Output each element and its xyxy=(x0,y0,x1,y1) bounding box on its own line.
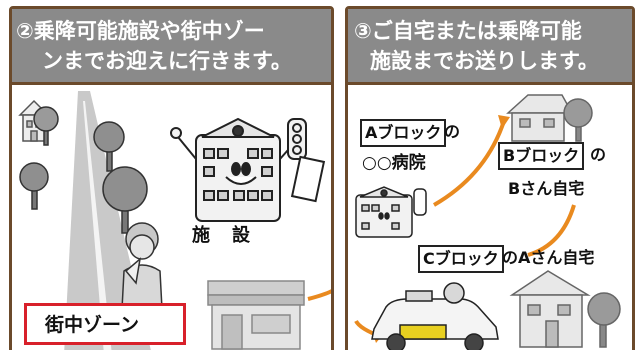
facility-caption: 施設 xyxy=(192,225,272,246)
hospital-name: ○○病院 xyxy=(362,153,426,173)
left-scene-illustration xyxy=(18,91,331,350)
right-header-line-1: ③ご自宅または乗降可能 xyxy=(354,19,582,43)
right-panel: ③ご自宅または乗降可能 施設までお送りします。 Aブロック の ○○病院 Bブロ… xyxy=(345,6,635,350)
elderly-person-icon xyxy=(121,222,163,310)
tree-icon xyxy=(19,106,148,234)
facility-mascot-icon xyxy=(170,117,297,222)
block-a-suffix: の xyxy=(444,122,461,141)
block-c-suffix: のAさん自宅 xyxy=(502,248,595,267)
block-b-suffix: の xyxy=(590,145,607,164)
facility-mascot-icon xyxy=(355,186,427,238)
house-icon xyxy=(509,270,621,348)
zone-label: 街中ゾーン xyxy=(24,303,186,345)
traffic-light-icon xyxy=(287,118,326,203)
taxi-icon xyxy=(371,282,499,350)
left-panel-header: ②乗降可能施設や街中ゾー ンまでお迎えに行きます。 xyxy=(12,9,331,85)
left-header-line-2: ンまでお迎えに行きます。 xyxy=(42,49,292,73)
block-a-label: Aブロック xyxy=(360,119,447,147)
resident-b-home: Bさん自宅 xyxy=(508,179,585,198)
right-scene-illustration xyxy=(354,94,621,350)
left-panel: ②乗降可能施設や街中ゾー ンまでお迎えに行きます。 施設 街中ゾーン xyxy=(9,6,334,350)
right-panel-header: ③ご自宅または乗降可能 施設までお送りします。 xyxy=(348,9,632,85)
left-header-line-1: ②乗降可能施設や街中ゾー xyxy=(16,19,265,43)
shop-icon xyxy=(207,280,305,350)
right-header-line-2: 施設までお送りします。 xyxy=(370,49,599,73)
house-icon xyxy=(506,94,593,142)
route-arrow-icon xyxy=(307,289,331,301)
block-c-label: Cブロック xyxy=(418,245,504,273)
block-b-label: Bブロック xyxy=(498,142,585,170)
